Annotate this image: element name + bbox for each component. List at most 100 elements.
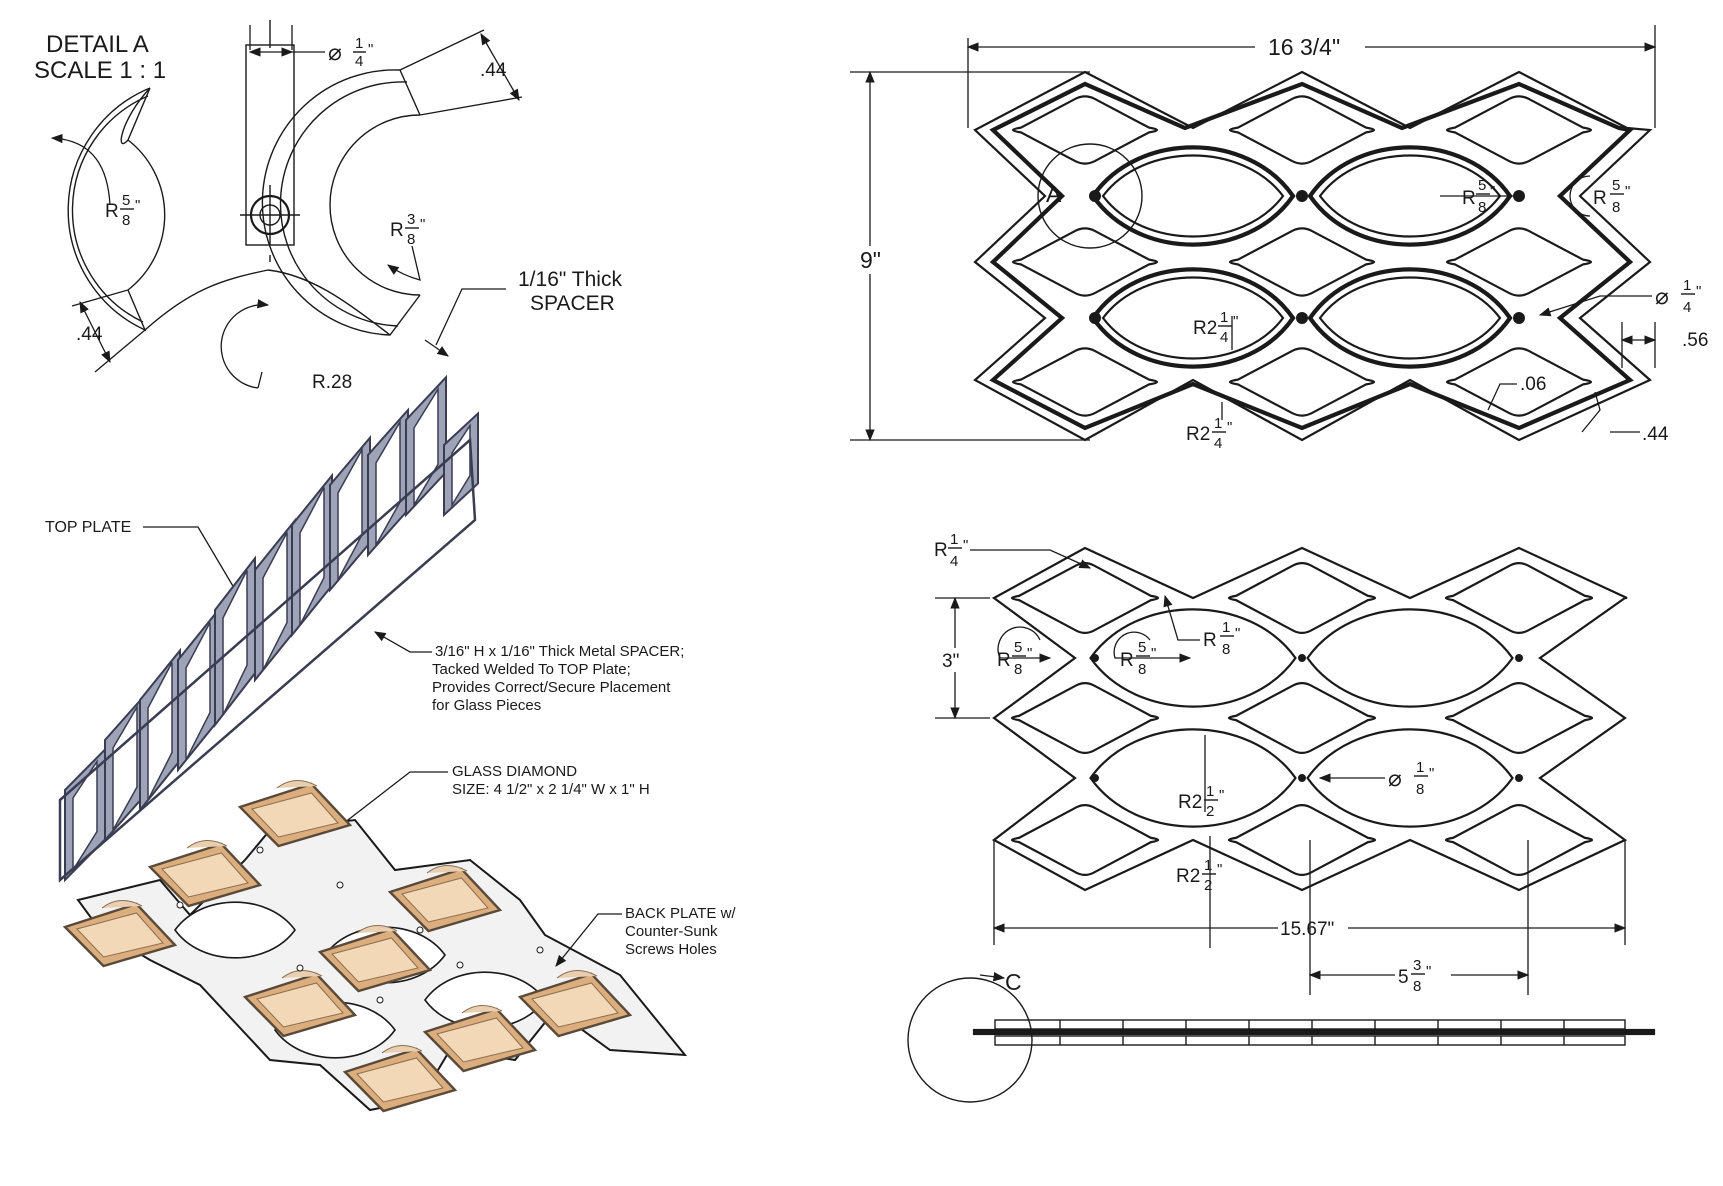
back-plate-edge xyxy=(994,1035,1626,1046)
top-eye-spacer xyxy=(1090,145,1296,247)
screw-hole-icon xyxy=(1515,654,1523,662)
svg-text:": " xyxy=(1426,963,1431,980)
svg-text:R2: R2 xyxy=(1176,866,1200,887)
svg-text:GLASS DIAMOND: GLASS DIAMOND xyxy=(452,763,577,780)
svg-text:": " xyxy=(1429,765,1434,782)
svg-text:": " xyxy=(1227,419,1232,436)
back-diamond-opening xyxy=(1010,804,1160,876)
svg-text:R: R xyxy=(390,220,404,241)
glass-diamond-dome xyxy=(356,925,398,934)
screw-hole-icon xyxy=(336,881,344,889)
spacer-arc-left xyxy=(67,87,166,332)
top-plate-opening xyxy=(147,662,173,801)
back-r-eighth-label: R 1 8 " xyxy=(1163,594,1240,658)
side-detail-callout: C xyxy=(1005,969,1022,995)
svg-text:Screws Holes: Screws Holes xyxy=(625,941,717,958)
spacer-edge xyxy=(972,1028,1656,1036)
screw-hole-icon xyxy=(416,926,424,934)
back-eye-opening xyxy=(1306,728,1514,828)
svg-text:for Glass Pieces: for Glass Pieces xyxy=(432,697,541,714)
side-view: C xyxy=(907,969,1656,1103)
back-r-quarter-label: R 1 4 " xyxy=(934,531,1092,570)
r-three-eighths-label: R 3 8 " xyxy=(390,211,425,248)
glass-diamond-face xyxy=(251,792,339,838)
svg-text:5: 5 xyxy=(1138,639,1146,656)
center-mark-icon xyxy=(1296,312,1308,324)
glass-diamond-face xyxy=(531,982,619,1028)
top-diamond-opening xyxy=(1011,347,1159,417)
svg-text:": " xyxy=(1625,183,1630,200)
back-plate-iso xyxy=(62,780,688,1113)
svg-text:1: 1 xyxy=(1220,309,1228,326)
svg-text:5: 5 xyxy=(122,192,130,209)
glass-diamond-note: GLASS DIAMOND SIZE: 4 1/2" x 2 1/4" W x … xyxy=(334,763,650,831)
back-diamond-opening xyxy=(1227,562,1377,634)
back-plate-view: R 1 4 " R 1 8 " 3" R 5 8 " xyxy=(934,531,1628,995)
screw-hole-icon xyxy=(536,946,544,954)
svg-text:1: 1 xyxy=(1683,277,1691,294)
back-r-left-b-label: R 5 8 " xyxy=(1120,639,1156,678)
back-diamond-opening xyxy=(1227,804,1377,876)
glass-diamond-face xyxy=(331,937,419,983)
screw-hole-icon xyxy=(1091,654,1099,662)
glass-diamond-face xyxy=(356,1057,444,1103)
svg-text:1: 1 xyxy=(950,531,958,548)
svg-text:": " xyxy=(1235,625,1240,642)
svg-text:3/16" H x 1/16" Thick Metal SP: 3/16" H x 1/16" Thick Metal SPACER; xyxy=(435,643,684,660)
top-eye-spacer xyxy=(1307,267,1513,369)
top-plate-opening xyxy=(299,487,325,626)
top-plate xyxy=(58,374,479,883)
glass-diamond-dome xyxy=(101,900,143,909)
top-plate-outline xyxy=(58,437,477,883)
back-eye-opening xyxy=(1089,728,1297,828)
top-dia-quarter-label: ⌀ 1 4 " xyxy=(1538,277,1701,317)
svg-text:⌀: ⌀ xyxy=(1388,765,1402,791)
back-diamond-opening xyxy=(1010,682,1160,754)
back-r2-half-b-label: R2 1 2 " xyxy=(1176,836,1222,948)
r-28-label: R.28 xyxy=(312,372,352,393)
screw-hole-icon xyxy=(1298,774,1306,782)
svg-text:8: 8 xyxy=(1612,199,1620,216)
top-view: 16 3/4" 9" A R 5 8 " R 5 8 " xyxy=(850,25,1708,452)
svg-text:BACK PLATE w/: BACK PLATE w/ xyxy=(625,905,736,922)
dim-56-label: .56 xyxy=(1682,330,1708,351)
svg-text:R: R xyxy=(934,540,948,561)
screw-hole-icon xyxy=(176,901,184,909)
svg-text:8: 8 xyxy=(1416,781,1424,798)
svg-text:R: R xyxy=(1120,650,1134,671)
glass-diamond-dome xyxy=(186,840,228,849)
glass-diamond-dome xyxy=(461,1005,503,1014)
svg-text:": " xyxy=(1696,283,1701,300)
svg-text:": " xyxy=(368,41,373,58)
top-plate-edge xyxy=(994,1019,1626,1030)
dim-44-label: .44 xyxy=(1642,424,1669,445)
svg-text:": " xyxy=(1151,645,1156,662)
screw-hole-icon xyxy=(456,961,464,969)
glass-diamond-face xyxy=(401,877,489,923)
top-diamond-opening xyxy=(1445,347,1593,417)
spacer-bottom-arc xyxy=(144,269,391,336)
detail-callout-a: A xyxy=(1046,181,1062,207)
top-diamond-opening xyxy=(1445,227,1593,297)
top-spacer-boundary xyxy=(989,81,1635,431)
spacer-note: 3/16" H x 1/16" Thick Metal SPACER; Tack… xyxy=(373,631,684,714)
svg-text:": " xyxy=(1490,183,1495,200)
dim-44-top: .44 xyxy=(480,60,507,81)
top-eye-opening xyxy=(1101,276,1285,360)
svg-text:R: R xyxy=(1462,188,1476,209)
dim-44-left: .44 xyxy=(76,324,103,345)
spacer-note-line1: 1/16" Thick xyxy=(518,268,622,291)
top-diamond-opening xyxy=(1445,95,1593,165)
back-eye-opening xyxy=(1089,608,1297,708)
svg-text:2: 2 xyxy=(1206,803,1214,820)
top-eye-spacer xyxy=(1090,267,1296,369)
svg-text:R2: R2 xyxy=(1186,424,1210,445)
top-diamond-opening xyxy=(1011,95,1159,165)
back-diamond-opening xyxy=(1444,804,1594,876)
svg-text:1: 1 xyxy=(1222,619,1230,636)
glass-diamond-face xyxy=(161,852,249,898)
screw-hole-icon xyxy=(1298,654,1306,662)
spacer-arc-right xyxy=(261,69,421,336)
